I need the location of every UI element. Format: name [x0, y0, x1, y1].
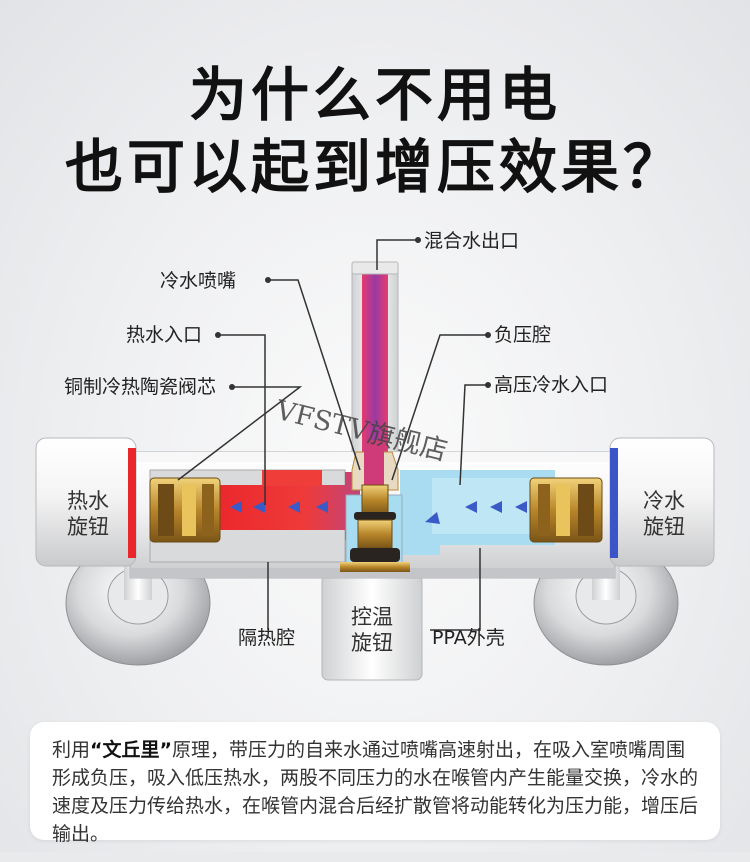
label-ppa-shell: PPA外壳: [432, 627, 505, 649]
description-highlight: “文丘里”: [90, 739, 172, 761]
outlet-pipe: [351, 261, 399, 466]
temp-knob-label-line1: 控温: [351, 605, 393, 629]
hot-knob-label-line1: 热水: [67, 489, 109, 513]
description-prefix: 利用: [52, 739, 91, 761]
cold-knob-label-line2: 旋钮: [643, 515, 685, 539]
flow-arrows: [230, 501, 527, 524]
label-negative-chamber: 负压腔: [494, 324, 552, 346]
label-insulation: 隔热腔: [238, 627, 296, 649]
leader-dots: [215, 237, 491, 390]
label-mixed-outlet: 混合水出口: [424, 230, 520, 252]
hot-knob-label-line2: 旋钮: [67, 515, 109, 539]
hot-water-channel: [175, 470, 360, 540]
title-line-2: 也可以起到增压效果？: [64, 133, 685, 201]
label-hot-inlet: 热水入口: [126, 324, 203, 346]
cold-knob-label-line1: 冷水: [643, 489, 685, 513]
label-hp-cold-inlet: 高压冷水入口: [494, 374, 609, 396]
description-text: 利用“文丘里”原理，带压力的自来水通过喷嘴高速射出，在吸入室喷嘴周围形成负压，吸…: [30, 722, 720, 862]
hot-valve-core: [149, 477, 221, 543]
hot-knob-label: 热水 旋钮: [52, 488, 124, 540]
cold-knob[interactable]: [609, 437, 715, 567]
cold-knob-label: 冷水 旋钮: [628, 488, 700, 540]
cold-valve-core: [529, 477, 603, 543]
temp-knob-label-line2: 旋钮: [351, 631, 393, 655]
label-valve-core: 铜制冷热陶瓷阀芯: [64, 376, 217, 398]
leader-lines: [177, 239, 488, 631]
title-line-1: 为什么不用电: [188, 61, 561, 129]
hot-knob[interactable]: [35, 437, 137, 567]
temp-knob-label: 控温 旋钮: [336, 604, 408, 656]
center-cartridge: [340, 484, 410, 572]
description-card: 利用“文丘里”原理，带压力的自来水通过喷嘴高速射出，在吸入室喷嘴周围形成负压，吸…: [30, 722, 720, 845]
description-body: 原理，带压力的自来水通过喷嘴高速射出，在吸入室喷嘴周围形成负压，吸入低压热水，两…: [52, 739, 699, 845]
label-cold-nozzle: 冷水喷嘴: [160, 270, 237, 292]
